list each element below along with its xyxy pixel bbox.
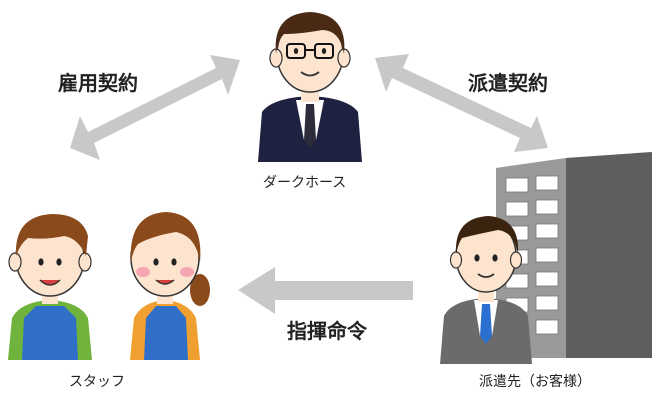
employment-contract-arrow — [70, 55, 240, 160]
client-label: 派遣先（お客様） — [479, 374, 591, 390]
company-name-label: ダークホース — [263, 175, 347, 191]
female-staff-icon — [130, 212, 210, 360]
double-arrow-icon — [375, 54, 548, 152]
businessman-icon — [258, 12, 362, 162]
command-label: 指揮命令 — [287, 319, 367, 343]
command-arrow — [238, 267, 413, 314]
male-staff-icon — [8, 214, 92, 360]
dispatch-contract-label: 派遣契約 — [468, 71, 548, 95]
dispatch-contract-arrow — [375, 54, 548, 152]
double-arrow-icon — [70, 55, 240, 160]
employment-contract-label: 雇用契約 — [58, 71, 138, 95]
staff-label: スタッフ — [69, 374, 125, 390]
client-businessman-icon — [440, 216, 532, 364]
left-arrow-icon — [238, 267, 413, 314]
